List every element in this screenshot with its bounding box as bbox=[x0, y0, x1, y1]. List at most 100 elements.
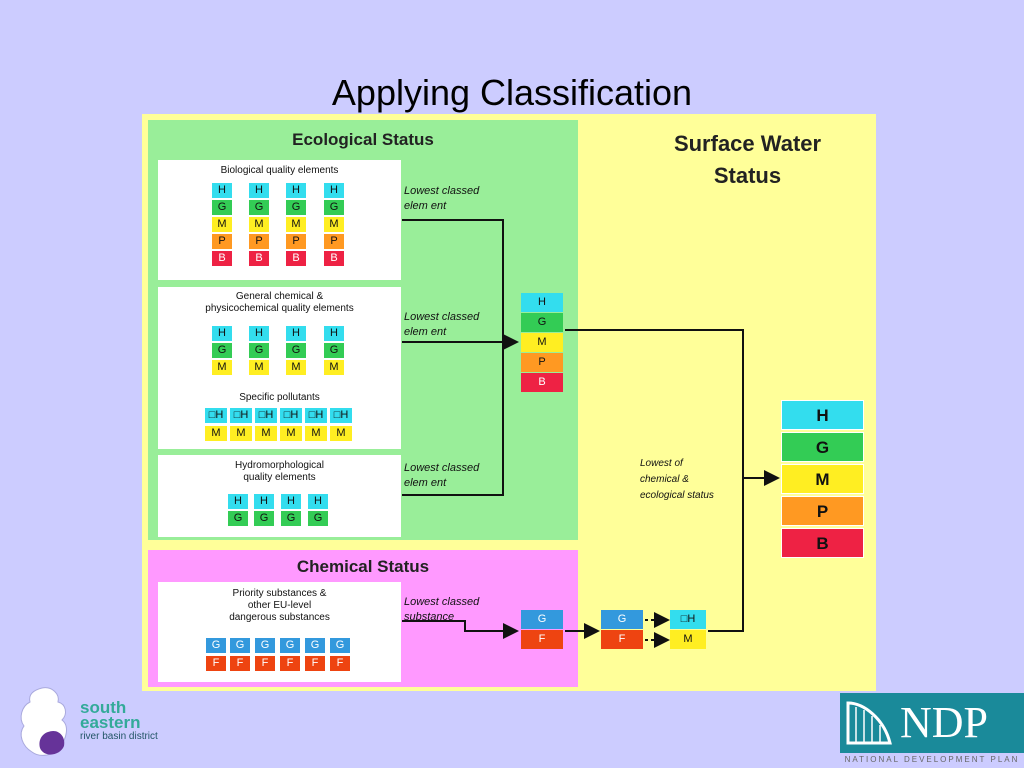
chem-cell-F: F bbox=[280, 656, 300, 671]
spec-cell-h: □H bbox=[280, 408, 302, 423]
bio-cell-B: B bbox=[324, 251, 344, 266]
bio-cell-H: H bbox=[286, 183, 306, 198]
gen-cell-M: M bbox=[286, 360, 306, 375]
gen-cell-M: M bbox=[249, 360, 269, 375]
logo-south: south bbox=[80, 698, 127, 717]
logo-river-basin: river basin district bbox=[80, 731, 158, 742]
hydro-cell-H: H bbox=[308, 494, 328, 509]
gen-cell-H: H bbox=[212, 326, 232, 341]
lowest-hydro-line2: elem ent bbox=[404, 477, 447, 489]
lowest-classed-hydro: Lowest classed elem ent bbox=[404, 461, 514, 491]
general-chemical-box bbox=[158, 287, 401, 449]
chem-cell-G: G bbox=[330, 638, 350, 653]
chem-mid-cell-F: F bbox=[521, 630, 563, 649]
lowest-chem-line1: Lowest classed bbox=[404, 596, 480, 608]
surface-title-line1: Surface Water bbox=[673, 131, 822, 156]
gen-cell-M: M bbox=[212, 360, 232, 375]
lowest-of-combined: Lowest of chemical & ecological status bbox=[640, 456, 760, 504]
lowest-gen-line2: elem ent bbox=[404, 326, 447, 338]
gen-cell-G: G bbox=[249, 343, 269, 358]
hydro-cell-G: G bbox=[254, 511, 274, 526]
bio-cell-H: H bbox=[249, 183, 269, 198]
bio-cell-M: M bbox=[212, 217, 232, 232]
gen-cell-G: G bbox=[212, 343, 232, 358]
chem-cell-F: F bbox=[330, 656, 350, 671]
bio-cell-M: M bbox=[324, 217, 344, 232]
lowest-classed-bio: Lowest classed elem ent bbox=[404, 184, 514, 214]
chem-cell-G: G bbox=[206, 638, 226, 653]
chem-cell-G: G bbox=[280, 638, 300, 653]
final-cell-M: M bbox=[781, 464, 864, 494]
chem-cell-G: G bbox=[230, 638, 250, 653]
river-basin-logo-text: south eastern river basin district bbox=[80, 698, 190, 743]
hydro-cell-G: G bbox=[308, 511, 328, 526]
chem-map-result-0: □H bbox=[670, 610, 706, 629]
combine-line1: Lowest of bbox=[640, 458, 683, 469]
final-cell-P: P bbox=[781, 496, 864, 526]
hydromorphological-label: Hydromorphological quality elements bbox=[158, 460, 401, 484]
bio-cell-M: M bbox=[286, 217, 306, 232]
hydromorphological-box bbox=[158, 455, 401, 537]
final-cell-H: H bbox=[781, 400, 864, 430]
gen-cell-H: H bbox=[249, 326, 269, 341]
bio-cell-P: P bbox=[212, 234, 232, 249]
gen-cell-H: H bbox=[324, 326, 344, 341]
spec-cell-m: M bbox=[205, 426, 227, 441]
combine-line2: chemical & bbox=[640, 474, 689, 485]
ecological-status-title: Ecological Status bbox=[292, 130, 434, 149]
final-cell-B: B bbox=[781, 528, 864, 558]
gen-cell-M: M bbox=[324, 360, 344, 375]
chem-cell-G: G bbox=[305, 638, 325, 653]
chem-cell-F: F bbox=[255, 656, 275, 671]
spec-cell-h: □H bbox=[305, 408, 327, 423]
spec-cell-m: M bbox=[330, 426, 352, 441]
hydro-cell-G: G bbox=[281, 511, 301, 526]
harp-icon bbox=[846, 701, 892, 745]
lowest-hydro-line1: Lowest classed bbox=[404, 462, 480, 474]
biological-label: Biological quality elements bbox=[220, 165, 339, 176]
bio-cell-G: G bbox=[324, 200, 344, 215]
lowest-bio-line2: elem ent bbox=[404, 200, 447, 212]
bio-cell-H: H bbox=[324, 183, 344, 198]
chem-label-line2: other EU-level bbox=[247, 600, 312, 611]
final-cell-G: G bbox=[781, 432, 864, 462]
bio-cell-G: G bbox=[249, 200, 269, 215]
ndp-logo: NDP bbox=[840, 693, 1024, 753]
river-basin-logo-map bbox=[14, 684, 84, 762]
gen-cell-G: G bbox=[286, 343, 306, 358]
bio-cell-H: H bbox=[212, 183, 232, 198]
chem-mid-cell-G: G bbox=[521, 610, 563, 629]
specific-pollutants-label: Specific pollutants bbox=[239, 392, 320, 403]
bio-cell-G: G bbox=[286, 200, 306, 215]
spec-cell-h: □H bbox=[255, 408, 277, 423]
bio-cell-B: B bbox=[212, 251, 232, 266]
spec-cell-h: □H bbox=[330, 408, 352, 423]
middle-cell-P: P bbox=[521, 353, 563, 372]
bio-cell-M: M bbox=[249, 217, 269, 232]
bio-cell-P: P bbox=[286, 234, 306, 249]
hydro-label-line1: Hydromorphological bbox=[235, 460, 324, 471]
ireland-map-icon bbox=[20, 687, 67, 756]
bio-cell-G: G bbox=[212, 200, 232, 215]
surface-water-status-title: Surface Water Status bbox=[640, 128, 855, 192]
hydro-cell-H: H bbox=[281, 494, 301, 509]
chemical-status-title: Chemical Status bbox=[296, 557, 430, 576]
chem-label-line1: Priority substances & bbox=[232, 588, 327, 599]
chem-cell-F: F bbox=[305, 656, 325, 671]
chem-label-line3: dangerous substances bbox=[229, 612, 330, 623]
chem-cell-F: F bbox=[206, 656, 226, 671]
chem-cell-G: G bbox=[255, 638, 275, 653]
middle-cell-H: H bbox=[521, 293, 563, 312]
chem-map-cell-G: G bbox=[601, 610, 643, 629]
spec-cell-h: □H bbox=[230, 408, 252, 423]
lowest-bio-line1: Lowest classed bbox=[404, 185, 480, 197]
gen-cell-G: G bbox=[324, 343, 344, 358]
lowest-classed-general: Lowest classed elem ent bbox=[404, 310, 514, 340]
biological-box bbox=[158, 160, 401, 280]
general-chemical-label: General chemical & physicochemical quali… bbox=[158, 291, 401, 315]
chem-map-result-1: M bbox=[670, 630, 706, 649]
bio-cell-P: P bbox=[324, 234, 344, 249]
logo-eastern: eastern bbox=[80, 713, 141, 732]
hydro-cell-G: G bbox=[228, 511, 248, 526]
